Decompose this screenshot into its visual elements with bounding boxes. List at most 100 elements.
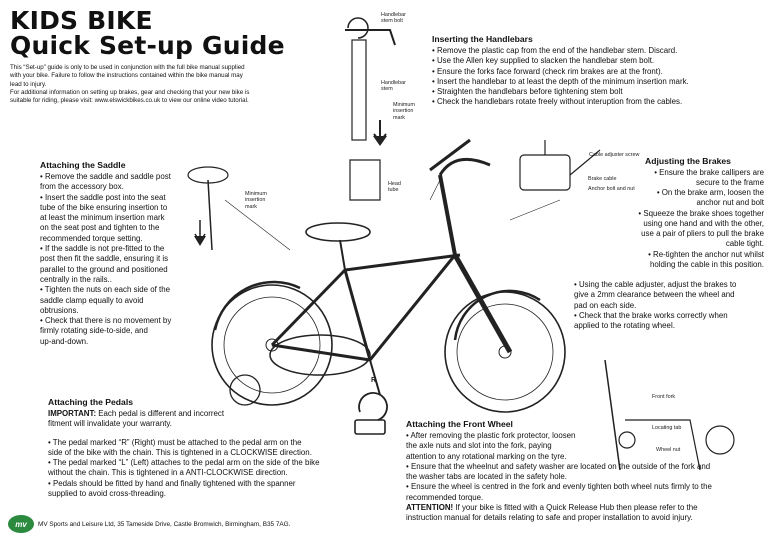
down-arrow-icon xyxy=(194,236,206,246)
intro-line: lead to injury. xyxy=(10,80,47,88)
text-line: from the accessory box. xyxy=(40,182,124,192)
rear-wheel xyxy=(211,284,333,406)
saddle xyxy=(305,222,371,242)
text-line: • The pedal marked “R” (Right) must be a… xyxy=(48,437,302,447)
attention-label: ATTENTION! xyxy=(406,503,454,513)
section-pedals: Attaching the Pedals IMPORTANT: Each ped… xyxy=(48,397,408,499)
text-line: using one hand and with the other, xyxy=(643,218,764,228)
text-line: tube of the bike ensuring insertion to xyxy=(40,202,168,212)
section-front-wheel: Attaching the Front Wheel • After removi… xyxy=(406,419,766,524)
text-line: pad on each side. xyxy=(574,300,637,310)
attention-note: ATTENTION! If your bike is fitted with a… xyxy=(406,503,766,513)
front-wheel xyxy=(444,291,566,413)
label-line: tube xyxy=(388,187,399,194)
step: • Ensure the forks face forward (check r… xyxy=(432,66,663,76)
text-line: firmly rotating side-to-side, and xyxy=(40,326,148,336)
attention-text: If your bike is fitted with a Quick Rele… xyxy=(453,503,698,513)
brake-caliper xyxy=(519,154,571,191)
text-line: anchor nut and bolt xyxy=(696,198,764,208)
text-line: saddle clamp equally to avoid xyxy=(40,295,144,305)
text-line: • Re-tighten the anchor nut whilst xyxy=(648,249,764,259)
text-line: side of the bike with the chain. This is… xyxy=(48,447,312,457)
section-title: Attaching the Pedals xyxy=(48,397,133,407)
text-line: recommended torque. xyxy=(406,492,484,502)
spacer xyxy=(48,430,408,438)
text-line: centrally in the rails.. xyxy=(40,274,112,284)
text-line: • On the brake arm, loosen the xyxy=(656,188,764,197)
handlebar xyxy=(438,157,491,176)
mv-logo: mv xyxy=(8,515,34,533)
page-title-line2: Quick Set-up Guide xyxy=(10,31,285,60)
label-handlebar-stem: Handlebar stem xyxy=(381,80,406,93)
label-cable-adjuster: Cable adjuster screw xyxy=(589,152,640,158)
attention-note-line2: instruction manual for details relating … xyxy=(406,513,693,523)
text-line: • Squeeze the brake shoes together xyxy=(638,208,764,218)
text-line: • Check that there is no movement by xyxy=(40,316,172,326)
section-brakes-middle: • On the brake arm, loosen the anchor nu… xyxy=(574,188,764,270)
seat-tube xyxy=(343,269,372,361)
text-line: without the chain. This is tightened in … xyxy=(48,468,288,478)
text-line: post then fit the saddle, ensuring it is xyxy=(40,254,169,264)
text-line: • Ensure the brake callipers are xyxy=(654,168,764,177)
text-line: • Ensure that the wheelnut and safety wa… xyxy=(406,461,711,471)
label-line: Handlebar xyxy=(381,12,406,18)
text-line: cable tight. xyxy=(725,239,764,249)
section-title: Inserting the Handlebars xyxy=(432,34,533,44)
text-line: • Check that the brake works correctly w… xyxy=(574,310,728,320)
intro-line: This “Set-up” guide is only to be used i… xyxy=(10,64,245,71)
label-line: mark xyxy=(245,203,257,210)
text-line: give a 2mm clearance between the wheel a… xyxy=(574,290,735,300)
label-minimum-insertion-handlebar: Minimum insertion mark xyxy=(393,102,415,121)
step: • Check the handlebars rotate freely wit… xyxy=(432,97,683,107)
text-line: holding the cable in this position. xyxy=(649,260,764,270)
label-brake-cable: Brake cable xyxy=(588,176,617,182)
text-line: supplied to avoid cross-threading. xyxy=(48,489,166,499)
label-line: Handlebar xyxy=(381,80,406,86)
text-line: • Ensure the wheel is centred in the for… xyxy=(406,482,712,492)
section-title: Attaching the Front Wheel xyxy=(406,419,513,429)
text-line: recommended torque setting. xyxy=(40,233,143,243)
head-tube xyxy=(349,159,381,201)
text-line: on the seat post and tighten to the xyxy=(40,223,160,233)
intro-text: This “Set-up” guide is only to be used i… xyxy=(10,64,310,105)
text-line: • Using the cable adjuster, adjust the b… xyxy=(574,280,737,289)
intro-line: suitable for riding, please visit: www.e… xyxy=(10,97,249,105)
step: • Remove the plastic cap from the end of… xyxy=(432,46,678,55)
footer-address: MV Sports and Leisure Ltd, 35 Tameside D… xyxy=(38,521,291,528)
text-line: the washer tabs are located in the safet… xyxy=(406,472,567,482)
text-line: at least the minimum insertion mark xyxy=(40,213,165,223)
text-line: • Tighten the nuts on each side of the xyxy=(40,285,170,295)
important-note-line2: fitment will invalidate your warranty. xyxy=(48,419,172,429)
fork xyxy=(452,253,513,354)
label-line: Head xyxy=(388,181,401,187)
label-line: Minimum xyxy=(393,102,415,108)
pedal xyxy=(354,419,386,435)
text-line: parallel to the ground and positioned xyxy=(40,264,168,274)
text-line: • Insert the saddle post into the seat xyxy=(40,192,166,202)
down-arrow-icon xyxy=(373,136,387,146)
section-brakes-top: Adjusting the Brakes • Ensure the brake … xyxy=(612,156,764,189)
text-line: • Remove the saddle and saddle post xyxy=(40,172,171,181)
section-saddle: Attaching the Saddle • Remove the saddle… xyxy=(40,160,200,347)
label-minimum-insertion-saddle: Minimum insertion mark xyxy=(245,191,267,210)
handlebar-stem xyxy=(351,39,367,141)
step: • Use the Allen key supplied to slacken … xyxy=(432,56,655,66)
text-line: applied to the rotating wheel. xyxy=(574,321,675,331)
text-line: secure to the frame xyxy=(696,178,764,188)
page-title-line1: KIDS BIKE xyxy=(10,6,153,35)
text-line: • Pedals should be fitted by hand and fi… xyxy=(48,478,296,488)
label-anchor-bolt: Anchor bolt and nut xyxy=(588,186,635,192)
intro-line: For additional information on setting up… xyxy=(10,88,250,96)
top-tube xyxy=(270,253,461,347)
label-line: Minimum xyxy=(245,191,267,197)
intro-line: with your bike. Failure to follow the in… xyxy=(10,72,243,80)
text-line: • If the saddle is not pre-fitted to the xyxy=(40,244,165,254)
text-line: use a pair of pliers to pull the brake xyxy=(641,229,764,239)
label-line: mark xyxy=(393,114,405,121)
section-handlebars: Inserting the Handlebars • Remove the pl… xyxy=(432,34,762,108)
section-title: Attaching the Saddle xyxy=(40,160,126,170)
label-line: stem xyxy=(381,86,393,93)
important-note: IMPORTANT: Each pedal is different and i… xyxy=(48,409,408,419)
label-front-fork: Front fork xyxy=(652,394,676,400)
